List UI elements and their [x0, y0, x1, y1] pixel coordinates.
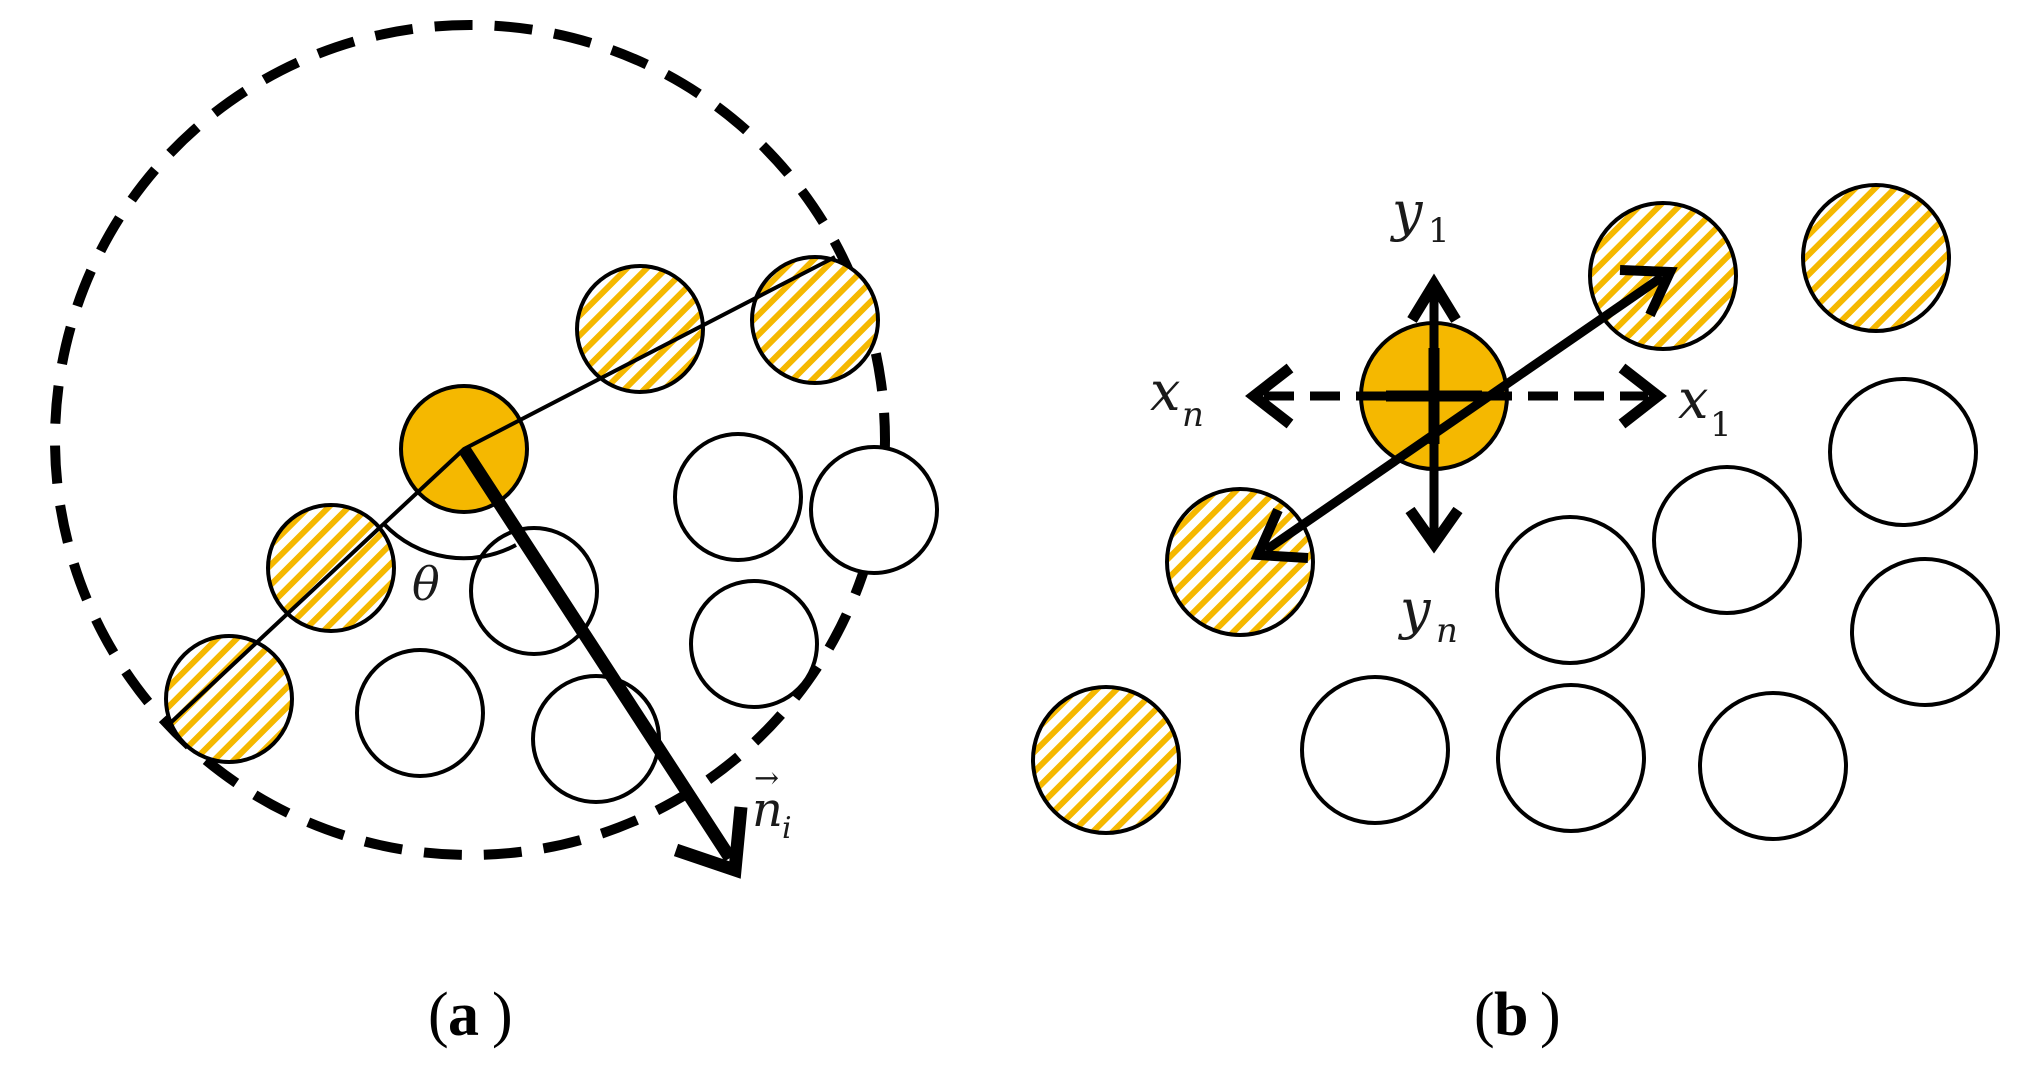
panel-a-caption-open: (: [428, 981, 449, 1049]
neighbor-circle-plain: [689, 579, 819, 709]
theta-label: θ: [412, 557, 440, 611]
xn-arrowhead: [1245, 363, 1294, 429]
point-circle-plain: [1300, 675, 1450, 825]
normal-vector-label: n: [752, 782, 783, 838]
xn-subscript: n: [1182, 395, 1204, 435]
point-circle-hatched: [1031, 685, 1181, 835]
diagonal-double-arrow: [1263, 273, 1665, 554]
point-circle-plain: [1828, 377, 1978, 527]
boundary-circle-hatched: [750, 255, 880, 385]
x1-arrowhead: [1618, 363, 1667, 429]
diagonal-arrowhead-upper: [1619, 265, 1678, 318]
neighbor-circle-plain: [531, 674, 661, 804]
neighbor-circle-plain: [469, 526, 599, 656]
x1-label: x: [1678, 368, 1708, 431]
xn-label: x: [1150, 360, 1180, 423]
yn-arrowhead: [1405, 506, 1463, 554]
boundary-circle-hatched: [164, 634, 294, 764]
point-circle-hatched: [1165, 487, 1315, 637]
x1-subscript: 1: [1710, 405, 1732, 445]
y1-label: y: [1390, 180, 1424, 243]
normal-vector-subscript: i: [782, 811, 792, 846]
panel-a-caption-close: ): [492, 981, 513, 1049]
panel-b: y 1 y n x 1 x n ( b ): [1031, 180, 2000, 1049]
point-circle-plain: [1698, 691, 1848, 841]
point-circle-plain: [1850, 557, 2000, 707]
point-circle-plain: [1496, 683, 1646, 833]
y1-arrowhead: [1407, 273, 1461, 323]
diagonal-arrowhead-lower: [1250, 507, 1309, 563]
normal-vector-arrowhead: [673, 806, 748, 879]
angle-arc: [382, 522, 517, 561]
normal-vector-arrow: [458, 445, 736, 862]
y1-subscript: 1: [1428, 211, 1450, 251]
normal-vector-arrow-mark: →: [754, 761, 779, 796]
point-circle-plain: [1652, 465, 1802, 615]
boundary-circle-hatched: [266, 503, 396, 633]
panel-a-caption-letter: a: [448, 981, 479, 1049]
yn-subscript: n: [1436, 611, 1458, 651]
panel-b-caption-letter: b: [1494, 981, 1528, 1049]
panel-b-caption-open: (: [1474, 981, 1495, 1049]
yn-label: y: [1398, 578, 1432, 641]
boundary-circle-hatched: [575, 264, 705, 394]
panel-a: θ → n i ( a ): [50, 20, 939, 1049]
panel-b-caption-close: ): [1540, 981, 1561, 1049]
point-circle-plain: [1495, 515, 1645, 665]
neighborhood-dashed-circle: [50, 20, 890, 860]
neighbor-circle-plain: [355, 648, 485, 778]
neighbor-circle-plain: [673, 432, 803, 562]
neighbor-circle-plain: [809, 445, 939, 575]
point-circle-hatched: [1801, 183, 1951, 333]
